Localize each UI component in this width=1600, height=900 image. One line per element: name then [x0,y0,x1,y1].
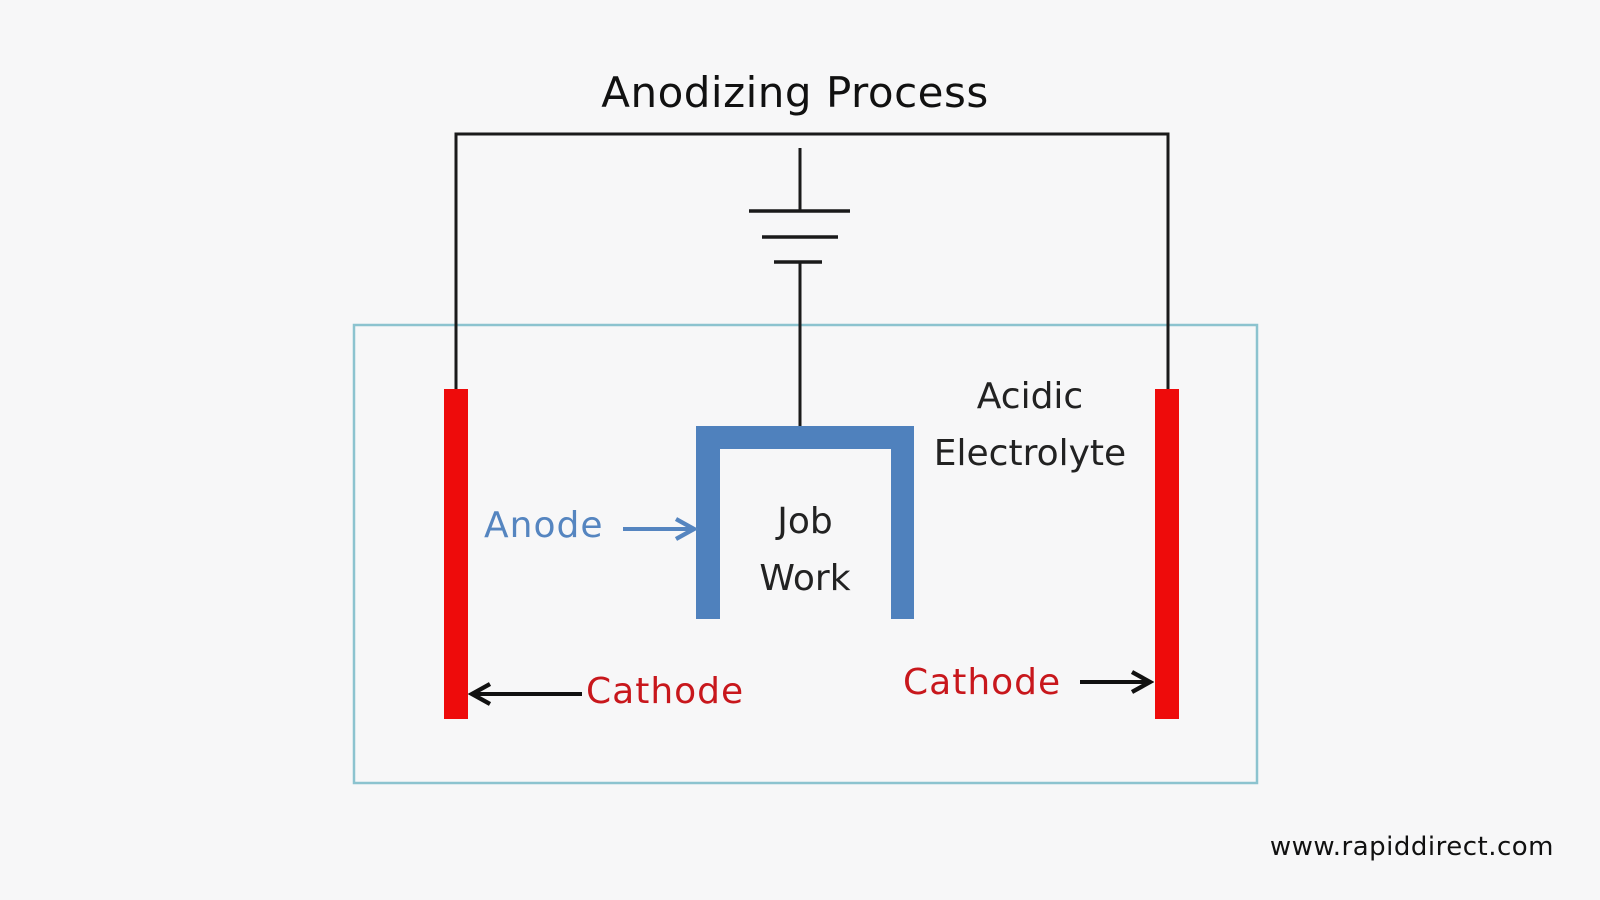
electrolyte-label-line2: Electrolyte [933,433,1127,474]
job-work-label: Job Work [725,493,885,607]
electrolyte-label-line1: Acidic [976,376,1084,417]
cathode-left-label: Cathode [586,671,745,712]
anode-label: Anode [484,505,604,546]
circuit-wire [454,132,1170,390]
diagram-title: Anodizing Process [601,68,989,117]
cathode-plate-left [444,389,468,719]
footer-url: www.rapiddirect.com [1269,832,1554,862]
job-work-label-line1: Job [777,501,833,542]
cathode-plate-right [1155,389,1179,719]
anode-job-work [696,426,914,619]
electrolyte-tank [352,323,1259,785]
power-source-icon [749,148,850,426]
electrolyte-label: Acidic Electrolyte [925,368,1135,482]
cathode-right-label: Cathode [903,662,1062,703]
job-work-label-line2: Work [759,558,851,599]
